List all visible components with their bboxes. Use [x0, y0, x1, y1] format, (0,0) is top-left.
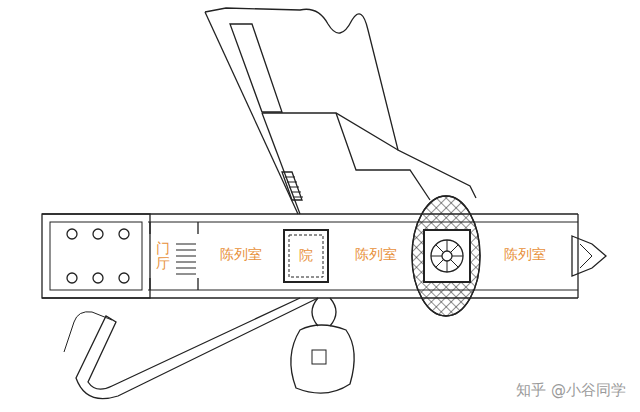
room-region: 陈列室 — [474, 230, 576, 280]
room-label: 院 — [299, 247, 313, 265]
watermark: 知乎 @小谷同学 — [516, 381, 626, 400]
room-region: 陈列室 — [200, 230, 282, 280]
room-region: 陈列室 — [330, 230, 422, 280]
room-region: 门厅 — [152, 228, 174, 284]
room-label: 陈列室 — [504, 246, 546, 264]
room-region: 院 — [286, 232, 326, 280]
room-label: 陈列室 — [220, 246, 262, 264]
room-label: 门厅 — [156, 241, 170, 272]
room-label: 陈列室 — [355, 246, 397, 264]
